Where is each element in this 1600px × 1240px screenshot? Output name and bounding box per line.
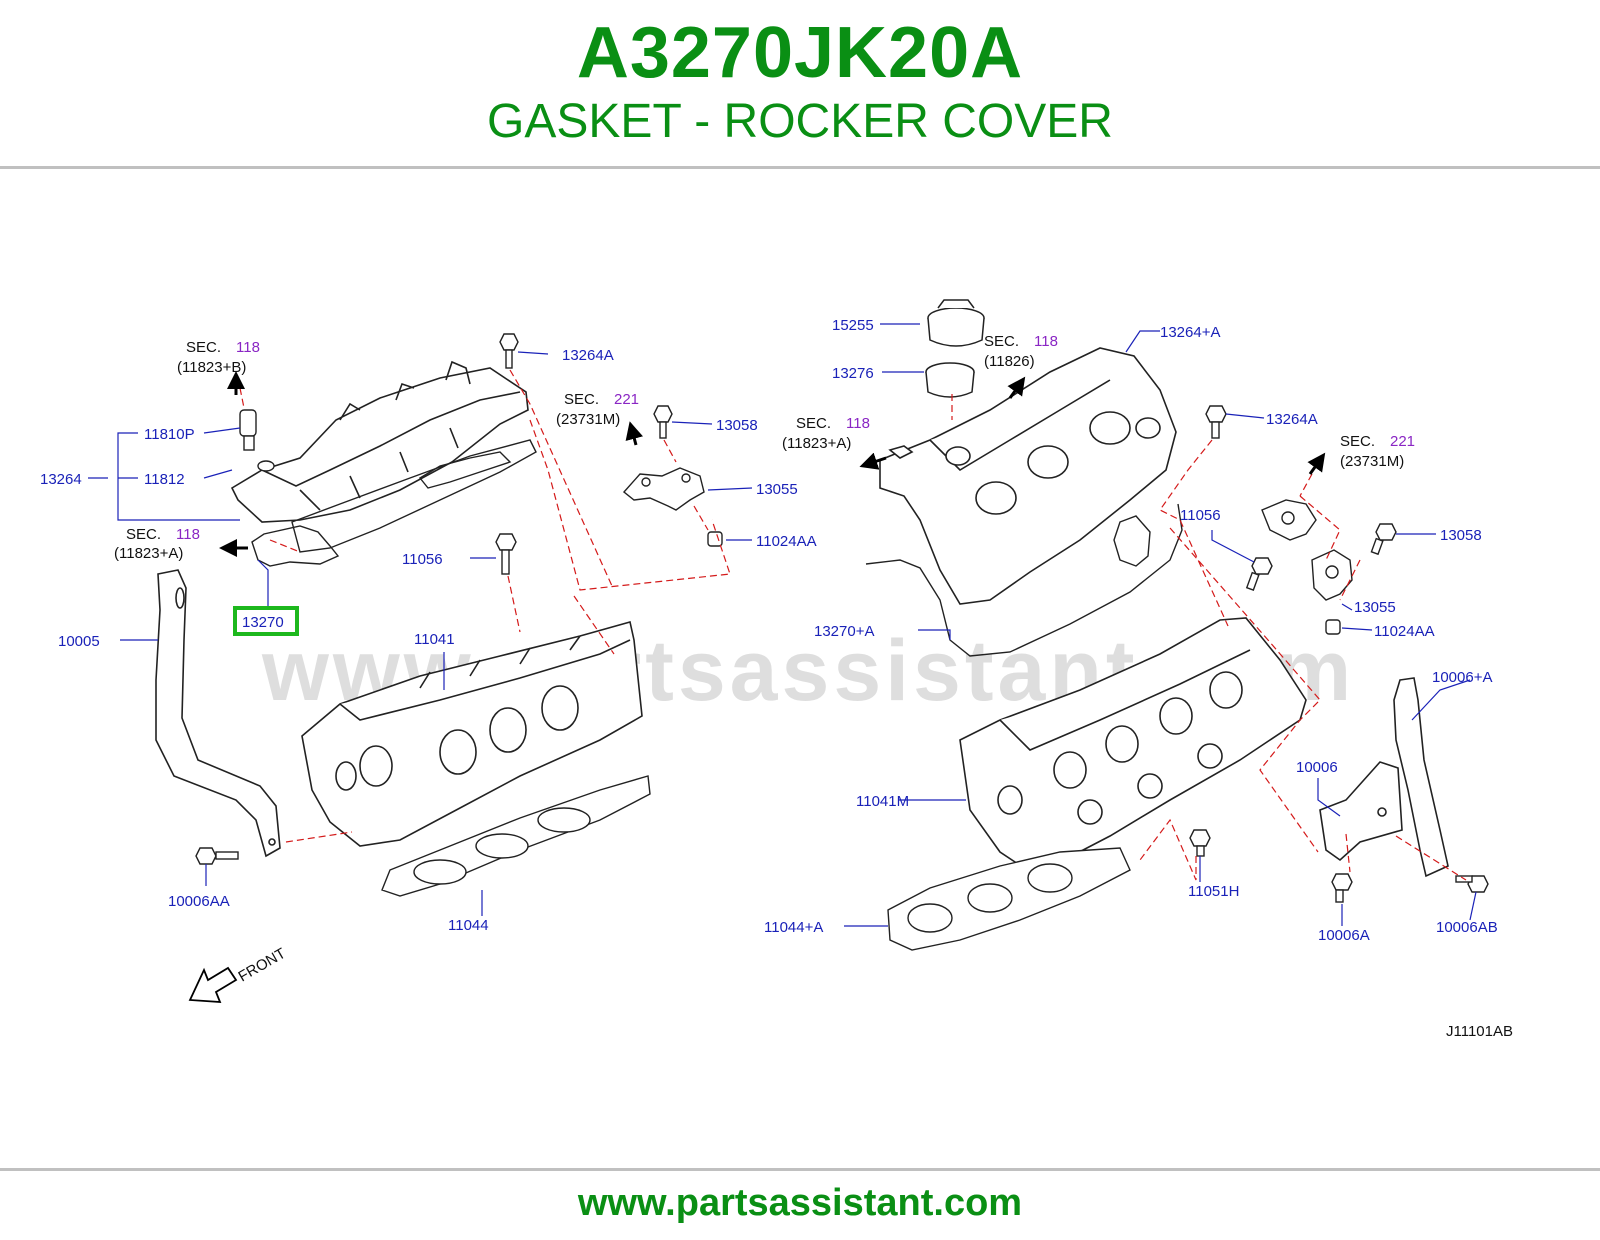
callout-13264A-right: 13264A	[1266, 411, 1318, 428]
callout-13058-right: 13058	[1440, 527, 1482, 544]
bolt-13264A-left-icon	[499, 333, 519, 369]
left-leader-lines	[88, 351, 753, 916]
callout-10006AA: 10006AA	[168, 893, 230, 910]
left-section-arrows	[219, 371, 644, 557]
sec-ref-3-code: (23731M)	[556, 411, 620, 428]
front-label: FRONT	[236, 945, 289, 986]
left-guide-lines	[239, 369, 731, 843]
sec-ref-4-num: 118	[1034, 333, 1058, 350]
callout-10006: 10006	[1296, 759, 1338, 776]
bolt-11051H-icon	[1189, 829, 1211, 857]
callout-11056-right: 11056	[1180, 507, 1221, 524]
right-head-gasket	[887, 847, 1131, 951]
footer-divider	[0, 1168, 1600, 1171]
sec-ref-1-num: 118	[236, 339, 260, 356]
callout-13276: 13276	[832, 365, 874, 382]
pcv-valve-icon	[239, 409, 275, 472]
callout-13055-left: 13055	[756, 481, 798, 498]
callout-10006A: 10006A	[1318, 927, 1370, 944]
sec-ref-5-code: (11823+A)	[782, 435, 851, 452]
header-divider	[0, 166, 1600, 169]
header: A3270JK20A GASKET - ROCKER COVER	[0, 0, 1600, 168]
sec-ref-2-word: SEC.	[126, 526, 161, 543]
callout-11051H: 11051H	[1188, 883, 1239, 900]
right-engine-bracket-10006	[1319, 761, 1403, 862]
callout-11044: 11044	[448, 917, 489, 934]
sec-ref-6-num: 221	[1390, 433, 1415, 450]
left-rocker-cover	[230, 360, 529, 523]
bolt-10006AB-icon	[1455, 875, 1489, 893]
callout-13055-right: 13055	[1354, 599, 1396, 616]
callout-13270plusA: 13270+A	[814, 623, 874, 640]
footer-url[interactable]: www.partsassistant.com	[577, 1182, 1023, 1224]
bolt-11056-left-icon	[495, 533, 517, 575]
bolt-11056-right-icon	[1245, 557, 1273, 591]
sec-ref-5-word: SEC.	[796, 415, 831, 432]
right-section-arrows	[859, 376, 1326, 475]
oil-filler-cap-icon	[927, 299, 985, 347]
callout-11041: 11041	[414, 631, 455, 648]
bolt-10006AA-icon	[195, 847, 239, 865]
callout-11024AA-left: 11024AA	[756, 533, 817, 550]
right-rocker-cover	[879, 347, 1177, 605]
seal-11024AA-left-icon	[707, 531, 723, 547]
part-number-title: A3270JK20A	[576, 13, 1024, 93]
sec-ref-2-num: 118	[176, 526, 200, 543]
callout-13264: 13264	[40, 471, 82, 488]
callout-11812: 11812	[144, 471, 185, 488]
cam-position-sensor-right-icon	[1261, 499, 1353, 601]
front-arrow-icon	[188, 966, 238, 1003]
callout-10006AB: 10006AB	[1436, 919, 1498, 936]
left-rocker-gasket-inner	[291, 439, 537, 553]
parts-diagram-svg: www.partsassistant.com	[40, 299, 1513, 1040]
callout-11024AA-right: 11024AA	[1374, 623, 1435, 640]
callout-10006plusA: 10006+A	[1432, 669, 1492, 686]
sec-ref-3-num: 221	[614, 391, 639, 408]
highlight-box-13270	[233, 606, 299, 636]
parts-diagram: www.partsassistant.com	[0, 270, 1600, 1050]
sec-ref-4-code: (11826)	[984, 353, 1035, 370]
diagram-code: J11101AB	[1446, 1023, 1513, 1040]
right-engine-bracket-10006A	[1393, 677, 1449, 878]
callout-11810P: 11810P	[144, 426, 195, 443]
callout-11044plusA: 11044+A	[764, 919, 823, 936]
callout-11041M: 11041M	[856, 793, 909, 810]
sec-ref-5-num: 118	[846, 415, 870, 432]
right-rocker-gasket	[865, 503, 1183, 657]
right-leader-lines	[844, 323, 1477, 927]
callout-13270: 13270	[242, 614, 284, 631]
callout-13058-left: 13058	[716, 417, 758, 434]
left-rocker-gasket-13270	[251, 525, 340, 567]
sec-ref-3-word: SEC.	[564, 391, 599, 408]
seal-11024AA-right-icon	[1325, 619, 1341, 635]
bolt-13264A-right-icon	[1205, 405, 1227, 439]
sec-ref-4-word: SEC.	[984, 333, 1019, 350]
cam-position-sensor-left-icon	[622, 467, 705, 511]
bolt-13058-right-icon	[1370, 523, 1397, 556]
sec-ref-6-code: (23731M)	[1340, 453, 1404, 470]
callout-13264A-left: 13264A	[562, 347, 614, 364]
sec-ref-6-word: SEC.	[1340, 433, 1375, 450]
callout-15255: 15255	[832, 317, 874, 334]
left-head-gasket	[381, 775, 651, 897]
right-cylinder-head	[959, 617, 1307, 873]
left-engine-bracket	[155, 569, 281, 858]
callout-11056-left: 11056	[402, 551, 443, 568]
left-cylinder-head	[301, 621, 643, 847]
sec-ref-2-code: (11823+A)	[114, 545, 183, 562]
bolt-10006A-icon	[1331, 873, 1353, 903]
sec-ref-1-code: (11823+B)	[177, 359, 246, 376]
right-guide-lines	[951, 394, 1467, 881]
sec-ref-1-word: SEC.	[186, 339, 221, 356]
part-name-subtitle: GASKET - ROCKER COVER	[487, 95, 1113, 148]
callout-10005: 10005	[58, 633, 100, 650]
callout-13264plusA: 13264+A	[1160, 324, 1220, 341]
bolt-13058-left-icon	[653, 405, 673, 439]
filler-seal-13276-icon	[925, 362, 975, 398]
